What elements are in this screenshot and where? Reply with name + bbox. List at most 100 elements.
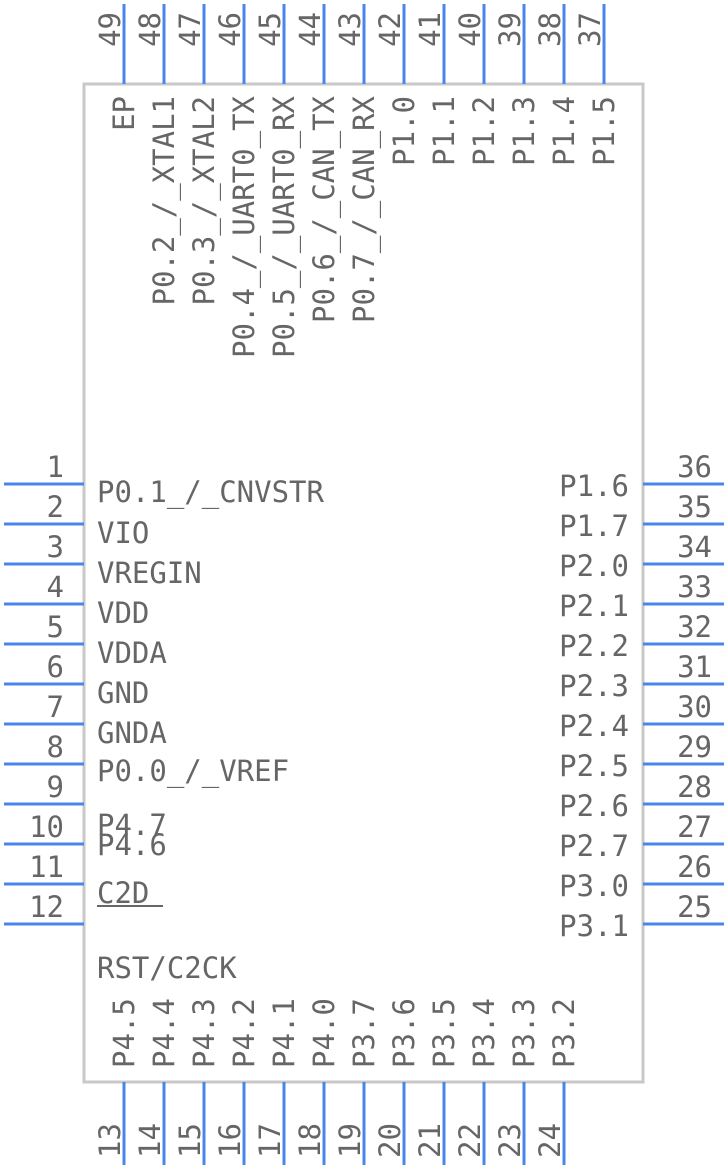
pin-label-1: P0.1_/_CNVSTR [97, 475, 325, 510]
pin-number-1: 1 [47, 450, 64, 484]
pin-label-10: P4.6 [97, 828, 167, 862]
pin-number-30: 30 [677, 690, 712, 724]
pin-number-29: 29 [677, 730, 712, 764]
ic-body [82, 82, 645, 1084]
pin-label-8: P0.0_/_VREF [97, 754, 289, 789]
pin-label-2: VIO [97, 516, 149, 550]
pin-number-46: 46 [213, 12, 247, 47]
pin-number-24: 24 [533, 1123, 567, 1158]
pin-number-48: 48 [133, 12, 167, 47]
pin-number-44: 44 [293, 12, 327, 47]
pin-number-18: 18 [293, 1123, 327, 1158]
pin-number-34: 34 [677, 530, 712, 564]
pin-label-11: C2D [97, 876, 149, 910]
pin-label-26: P3.0 [559, 869, 629, 903]
pin-number-13: 13 [93, 1123, 127, 1158]
pin-label-17: P4.1 [267, 998, 301, 1068]
pin-number-5: 5 [47, 610, 64, 644]
pin-number-12: 12 [29, 890, 64, 924]
pin-label-29: P2.5 [559, 749, 629, 783]
pin-label-48: P0.2_/_XTAL1 [147, 96, 182, 306]
pin-number-39: 39 [493, 12, 527, 47]
pin-label-42: P1.0 [387, 96, 421, 166]
pin-number-47: 47 [173, 12, 207, 47]
pin-number-6: 6 [47, 650, 64, 684]
pin-label-14: P4.4 [147, 998, 181, 1068]
pin-label-45: P0.5_/_UART0_RX [267, 95, 302, 357]
pin-number-9: 9 [47, 770, 64, 804]
pin-number-33: 33 [677, 570, 712, 604]
pin-label-15: P4.3 [187, 998, 221, 1068]
pin-number-28: 28 [677, 770, 712, 804]
pin-number-26: 26 [677, 850, 712, 884]
pin-label-44: P0.6_/_CAN_TX [307, 95, 342, 323]
pin-number-17: 17 [253, 1123, 287, 1158]
pin-label-18: P4.0 [307, 998, 341, 1068]
pin-label-6: GND [97, 676, 149, 710]
pin-label-24: P3.2 [547, 998, 581, 1068]
pin-label-19: P3.7 [347, 998, 381, 1068]
pin-number-11: 11 [29, 850, 64, 884]
pin-number-20: 20 [373, 1123, 407, 1158]
pin-label-5: VDDA [97, 636, 167, 670]
pin-label-3: VREGIN [97, 556, 202, 590]
pin-number-10: 10 [29, 810, 64, 844]
pin-number-2: 2 [47, 490, 64, 524]
pin-label-33: P2.1 [559, 589, 629, 623]
pin-label-37: P1.5 [587, 96, 621, 166]
pin-number-23: 23 [493, 1123, 527, 1158]
pin-label-35: P1.7 [559, 509, 629, 543]
pin-number-37: 37 [573, 12, 607, 47]
pin-label-28: P2.6 [559, 789, 629, 823]
pin-number-7: 7 [47, 690, 64, 724]
pin-label-32: P2.2 [559, 629, 629, 663]
pin-label-12: RST/C2CK [97, 951, 237, 985]
pin-label-20: P3.6 [387, 998, 421, 1068]
pin-number-32: 32 [677, 610, 712, 644]
pin-number-14: 14 [133, 1123, 167, 1158]
pin-number-4: 4 [47, 570, 64, 604]
pin-label-13: P4.5 [107, 998, 141, 1068]
pin-number-36: 36 [677, 450, 712, 484]
pin-label-41: P1.1 [427, 96, 461, 166]
pin-number-49: 49 [93, 12, 127, 47]
pin-label-21: P3.5 [427, 998, 461, 1068]
pin-label-46: P0.4_/_UART0_TX [227, 95, 262, 357]
pin-number-19: 19 [333, 1123, 367, 1158]
pin-number-15: 15 [173, 1123, 207, 1158]
pin-label-30: P2.4 [559, 709, 629, 743]
pin-number-21: 21 [413, 1123, 447, 1158]
pin-label-36: P1.6 [559, 469, 629, 503]
pin-number-38: 38 [533, 12, 567, 47]
pin-number-3: 3 [47, 530, 64, 564]
pin-label-40: P1.2 [467, 96, 501, 166]
pin-label-38: P1.4 [547, 96, 581, 166]
pin-label-9: P4.7 [97, 808, 167, 842]
pin-number-40: 40 [453, 12, 487, 47]
pin-label-49: EP [107, 96, 141, 131]
pin-number-43: 43 [333, 12, 367, 47]
pin-label-25: P3.1 [559, 909, 629, 943]
pin-number-27: 27 [677, 810, 712, 844]
pin-number-35: 35 [677, 490, 712, 524]
pin-label-7: GNDA [97, 716, 167, 750]
pin-label-23: P3.3 [507, 998, 541, 1068]
pin-label-22: P3.4 [467, 998, 501, 1068]
pin-label-47: P0.3_/_XTAL2 [187, 96, 222, 306]
pin-number-42: 42 [373, 12, 407, 47]
pin-number-45: 45 [253, 12, 287, 47]
pin-number-31: 31 [677, 650, 712, 684]
pin-label-39: P1.3 [507, 96, 541, 166]
pin-number-16: 16 [213, 1123, 247, 1158]
pin-number-41: 41 [413, 12, 447, 47]
pin-label-27: P2.7 [559, 829, 629, 863]
pin-number-22: 22 [453, 1123, 487, 1158]
pin-label-16: P4.2 [227, 998, 261, 1068]
pin-number-25: 25 [677, 890, 712, 924]
pin-label-31: P2.3 [559, 669, 629, 703]
pin-label-34: P2.0 [559, 549, 629, 583]
pin-label-4: VDD [97, 596, 149, 630]
pin-number-8: 8 [47, 730, 64, 764]
